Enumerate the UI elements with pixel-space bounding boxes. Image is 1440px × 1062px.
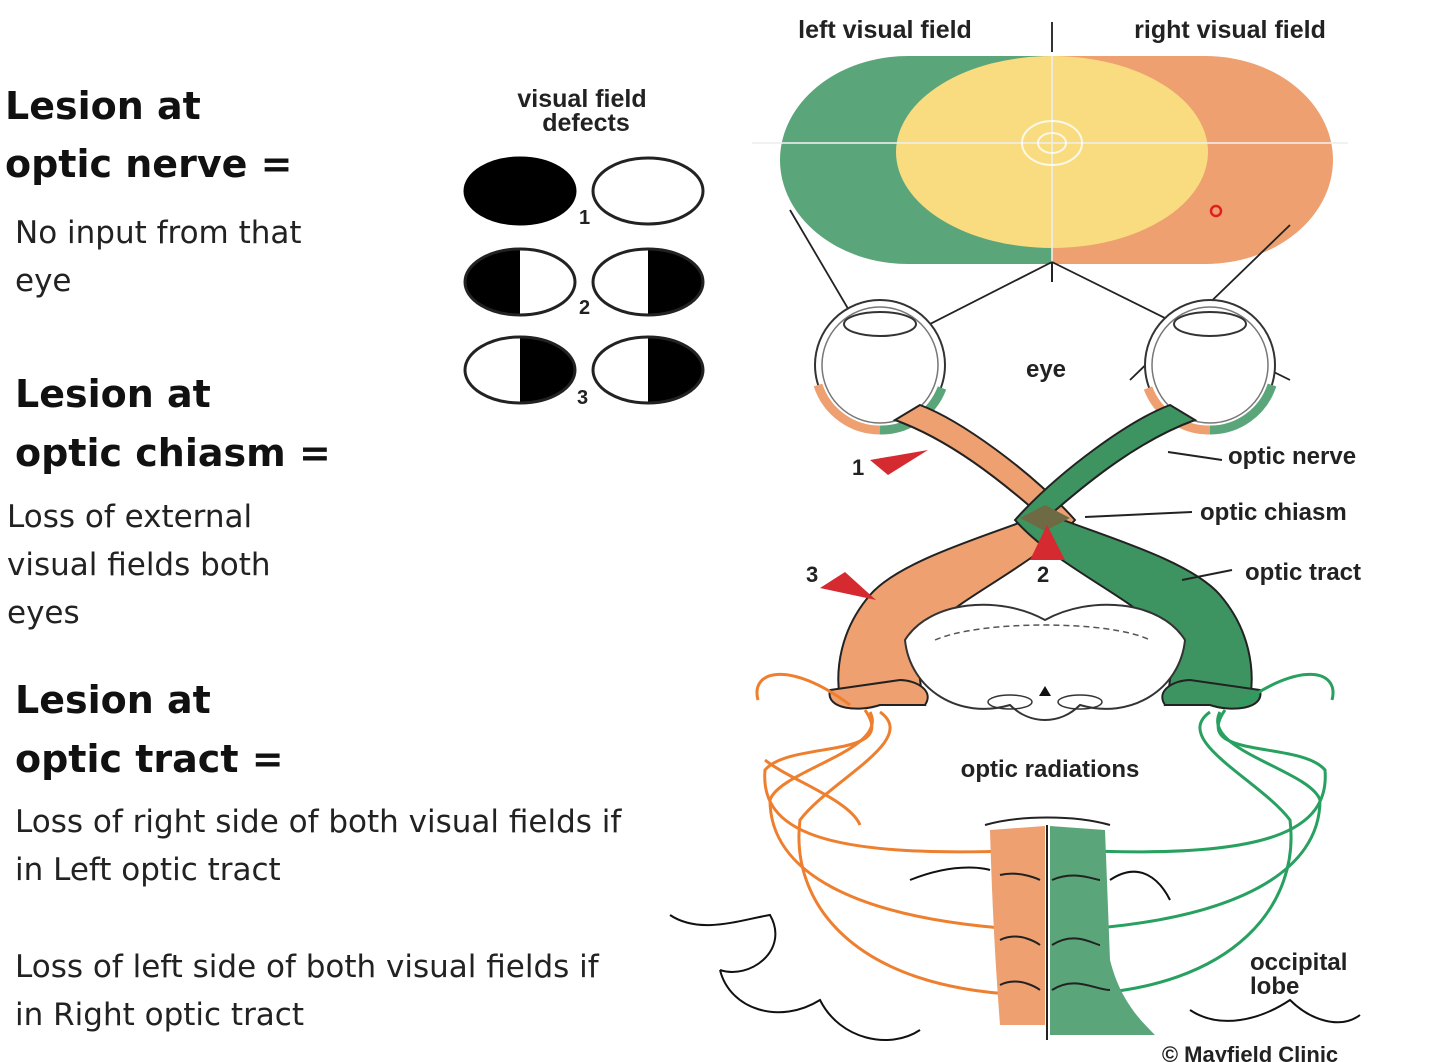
occipital-label-line1: occipital [1250,949,1347,976]
optic-tract-description-line2: in Left optic tract [15,852,281,888]
right-hemisphere-outline [1189,998,1361,1024]
defect-1-left-eye [463,156,577,226]
left-visual-cortex [990,826,1045,1025]
aqueduct [1039,686,1051,696]
defects-title-line1: visual field [517,85,646,113]
defect-number-3: 3 [577,387,588,409]
cortex-top-edge [984,816,1111,826]
blind-spot-marker [1209,204,1223,218]
defect-number-2: 2 [579,297,590,319]
right-visual-cortex [1050,826,1155,1035]
right-eye-lens [1173,311,1247,337]
optic-chiasm-leader [1084,511,1193,518]
right-lgn [1161,678,1262,710]
defect-3-left-eye [463,335,577,405]
radiation-green-4 [1069,710,1293,997]
left-lgn [828,678,929,710]
lesion-arrow-1 [870,450,928,475]
midbrain-left-peduncle [987,694,1033,710]
optic-chiasm-heading-line2: optic chiasm = [15,431,331,475]
occipital-label-line2: lobe [1250,973,1299,1000]
lesion-marker-1: 1 [852,455,864,480]
lesion-marker-2: 2 [1037,562,1049,587]
left-eye-inner [821,306,939,424]
optic-chiasm-label: optic chiasm [1200,499,1347,526]
calcarine-folds [909,866,1171,901]
pathway-labels: optic nerve optic chiasm optic tract opt… [961,443,1361,783]
optic-nerve-heading-line2: optic nerve = [5,142,293,186]
lesion-arrow-2 [1030,525,1065,560]
right-visual-field-label: right visual field [1134,16,1326,44]
optic-nerve-heading-line1: Lesion at [5,84,201,128]
optic-chiasm-description-line1: Loss of external [7,499,253,535]
defects-title-line2: defects [542,109,630,137]
optic-tract-heading-line1: Lesion at [15,678,211,722]
eyes: eye [813,299,1277,435]
chiasm-crossing [1020,505,1070,531]
optic-tract-description-line3: Loss of left side of both visual fields … [15,949,599,985]
optic-tract-label: optic tract [1245,559,1361,586]
defect-number-1: 1 [579,207,590,229]
optic-tract-leader [1181,569,1233,581]
optic-tract-description-line1: Loss of right side of both visual fields… [15,804,622,840]
left-eye-retina-temporal [813,383,881,435]
left-cortex-sulci [999,872,1041,991]
radiation-green-3 [1069,711,1322,932]
optic-nerve-description-line2: eye [15,263,72,299]
defect-2-right-eye [591,247,705,317]
optic-nerve-label: optic nerve [1228,443,1356,470]
midbrain [903,603,1187,721]
fixation-point [1037,132,1067,154]
left-eye-lens [843,311,917,337]
left-hemisphere-outline [669,913,921,1041]
optic-tract-description-line4: in Right optic tract [15,997,305,1033]
optic-chiasm-description-line3: eyes [7,595,80,631]
occipital-lobe: occipital lobe [669,816,1361,1041]
copyright-label: © Mayfield Clinic [1162,1042,1338,1062]
defect-2-left-eye-fill [465,249,520,315]
optic-tract-heading-line2: optic tract = [15,737,284,781]
optic-chiasm-description-line2: visual fields both [7,547,271,583]
visual-field: left visual field right visual field [752,16,1348,381]
right-cortex-sulci [1051,874,1111,991]
defect-1-right-eye [591,156,705,226]
right-eye-inner [1151,306,1269,424]
defect-2-left-eye [463,247,577,317]
lesion-markers: 1 2 3 [806,450,1065,600]
optic-nerve-leader [1167,451,1223,461]
optic-chiasm-heading-line1: Lesion at [15,372,211,416]
right-eye-retina-temporal [1209,383,1277,435]
lesion-marker-3: 3 [806,562,818,587]
optic-pathway [828,403,1262,721]
radiation-orange-3 [768,711,1031,932]
fixation-circle [1021,120,1083,166]
visual-field-defects-legend: visual field defects 1 2 3 [463,85,705,409]
midbrain-right-peduncle [1057,694,1103,710]
radiation-green-1 [1239,672,1335,707]
optic-nerve-description-line1: No input from that [15,215,302,251]
radiation-orange-4 [797,710,1031,997]
defect-3-right-eye-fill [648,337,703,403]
optic-radiations [755,672,1335,997]
defect-3-left-eye-fill [520,337,575,403]
midbrain-inner-line [934,624,1151,641]
defect-3-right-eye [591,335,705,405]
defect-2-right-eye-fill [648,249,703,315]
eye-label: eye [1026,356,1066,383]
left-visual-field-label: left visual field [798,16,972,44]
radiation-orange-1 [755,672,851,707]
optic-radiations-label: optic radiations [961,756,1140,783]
lesion-arrow-3 [820,572,876,600]
radiation-orange-5 [764,758,862,826]
